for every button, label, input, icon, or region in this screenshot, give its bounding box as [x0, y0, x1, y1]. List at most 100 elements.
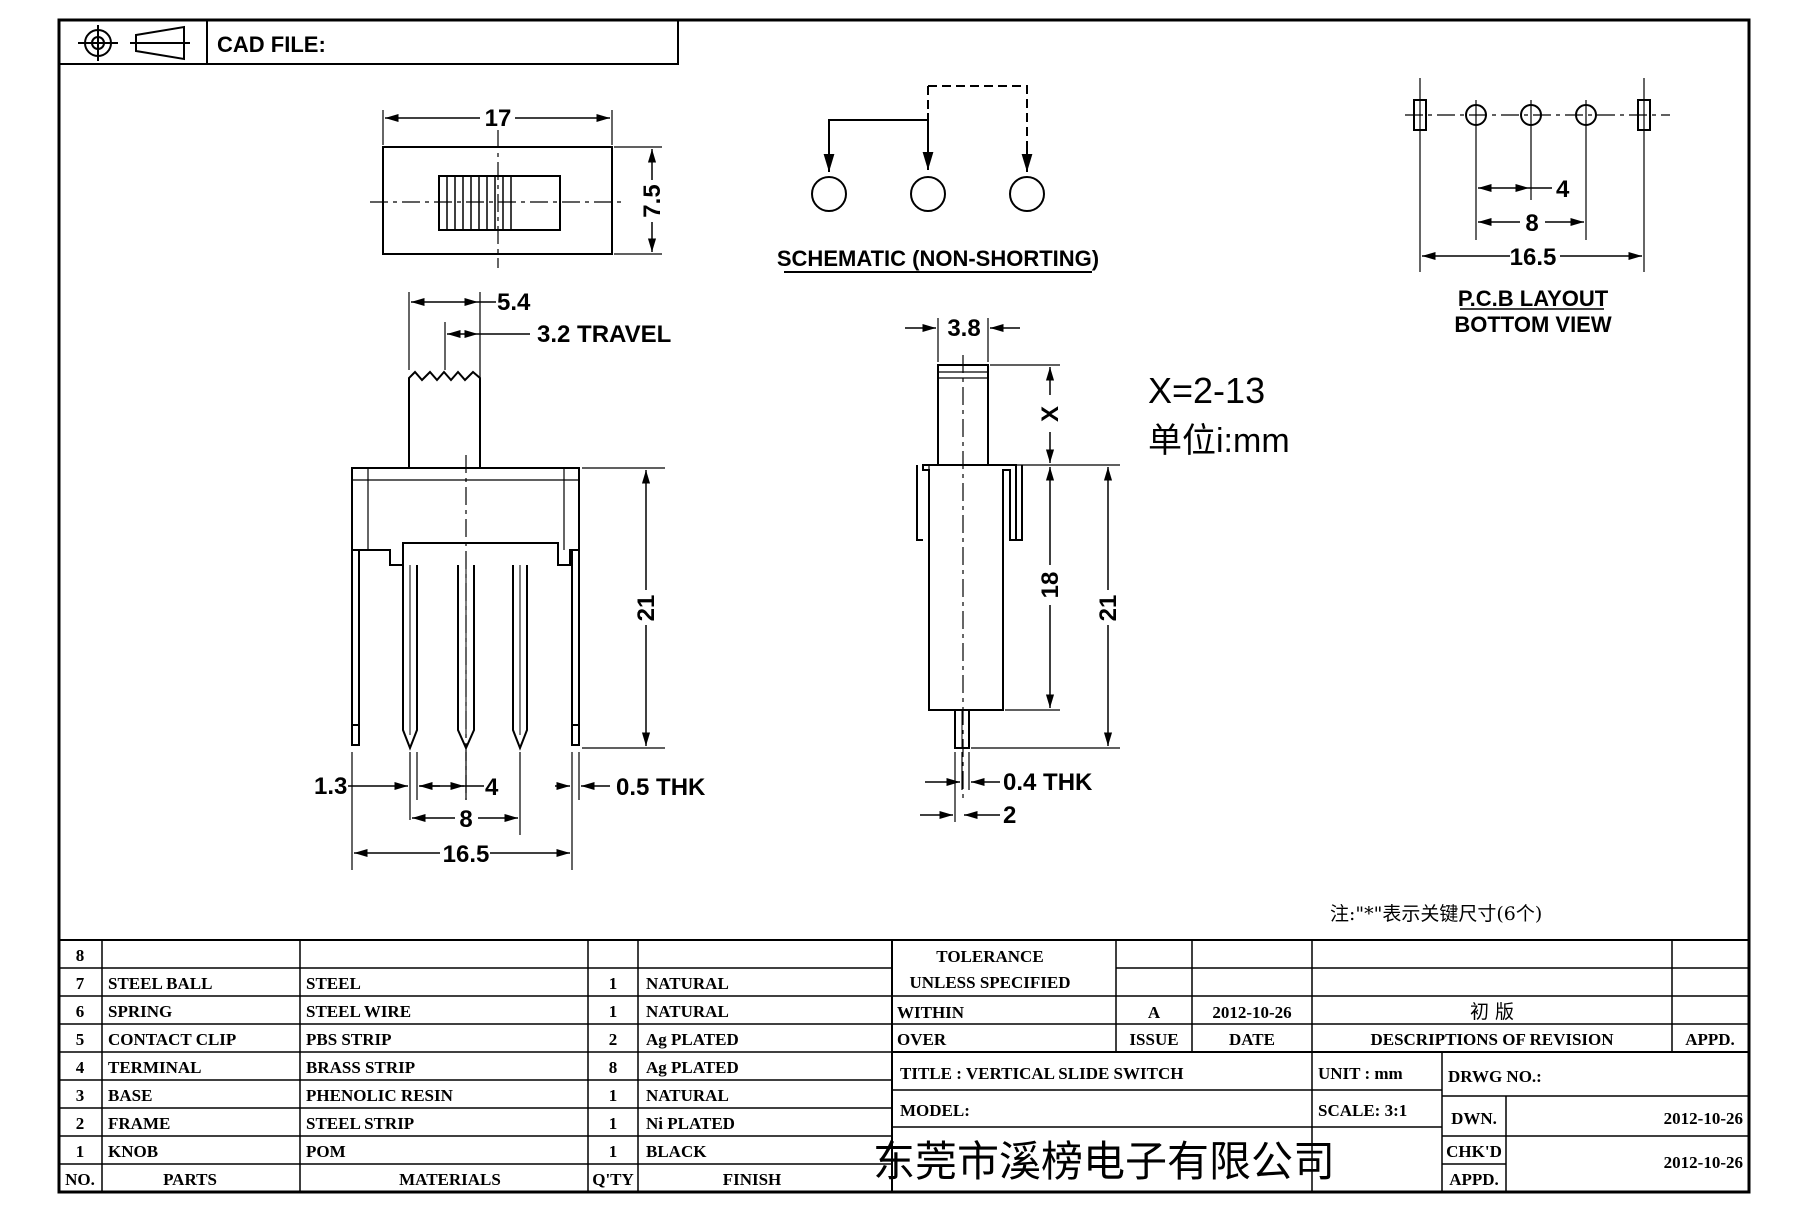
end-thickness-dim: 0.4 THK [1003, 769, 1093, 796]
svg-text:POM: POM [306, 1142, 346, 1161]
svg-text:STEEL STRIP: STEEL STRIP [306, 1114, 414, 1133]
descriptions-label: DESCRIPTIONS OF REVISION [1370, 1030, 1614, 1049]
svg-text:BRASS STRIP: BRASS STRIP [306, 1058, 415, 1077]
svg-text:8: 8 [76, 946, 85, 965]
body-height-dim: 18 [1037, 572, 1064, 599]
pcb-pitch-dim: 4 [1556, 176, 1570, 203]
travel-dim: 3.2 TRAVEL [537, 321, 671, 348]
projection-symbol-icon [78, 25, 190, 61]
top-width-dim: 17 [485, 105, 512, 132]
end-total-height-dim: 21 [1095, 595, 1122, 622]
svg-text:1: 1 [609, 1086, 618, 1105]
pcb-outer-pitch-dim: 8 [1525, 210, 1538, 237]
bom-rows: 8 7 STEEL BALL STEEL 1 NATURAL 6 SPRING … [65, 946, 781, 1189]
pcb-layout-title: P.C.B LAYOUT [1458, 286, 1609, 311]
svg-text:NATURAL: NATURAL [646, 1002, 729, 1021]
svg-text:Ag PLATED: Ag PLATED [646, 1058, 739, 1077]
drawing-title: TITLE : VERTICAL SLIDE SWITCH [900, 1064, 1183, 1083]
table-row: 6 SPRING STEEL WIRE 1 NATURAL [76, 1002, 729, 1021]
svg-text:STEEL WIRE: STEEL WIRE [306, 1002, 411, 1021]
title-block [892, 940, 1749, 1192]
svg-text:STEEL: STEEL [306, 974, 361, 993]
pcb-layout-subtitle: BOTTOM VIEW [1454, 312, 1611, 337]
svg-text:FRAME: FRAME [108, 1114, 170, 1133]
knob-offset-dim: 5.4 [497, 289, 531, 316]
col-finish-header: FINISH [723, 1170, 782, 1189]
bom-table [59, 939, 1749, 1192]
appd-label-bottom: APPD. [1449, 1170, 1499, 1189]
appd-label: APPD. [1685, 1030, 1735, 1049]
dwn-date: 2012-10-26 [1664, 1109, 1743, 1128]
unit-label: UNIT : mm [1318, 1064, 1403, 1083]
svg-text:Ag PLATED: Ag PLATED [646, 1030, 739, 1049]
top-view [370, 110, 662, 268]
total-width-dim: 16.5 [443, 841, 490, 868]
svg-text:SPRING: SPRING [108, 1002, 172, 1021]
knob-width-dim: 3.8 [947, 315, 980, 342]
svg-text:NATURAL: NATURAL [646, 1086, 729, 1105]
pin-pitch-dim: 4 [485, 774, 499, 801]
outer-pitch-dim: 8 [459, 806, 472, 833]
svg-text:4: 4 [76, 1058, 85, 1077]
col-qty-header: Q'TY [592, 1170, 634, 1189]
x-range-note: X=2-13 [1148, 370, 1265, 411]
date-label: DATE [1229, 1030, 1275, 1049]
unit-note: 单位i:mm [1148, 422, 1290, 460]
revision-value: 初 版 [1470, 1001, 1514, 1023]
schematic-label: SCHEMATIC (NON-SHORTING) [777, 246, 1099, 271]
svg-text:3: 3 [76, 1086, 85, 1105]
table-row: 7 STEEL BALL STEEL 1 NATURAL [76, 974, 729, 993]
svg-text:STEEL BALL: STEEL BALL [108, 974, 212, 993]
svg-text:NATURAL: NATURAL [646, 974, 729, 993]
table-row: 1 KNOB POM 1 BLACK [76, 1142, 707, 1161]
side-view [348, 292, 665, 870]
table-row: 5 CONTACT CLIP PBS STRIP 2 Ag PLATED [76, 1030, 739, 1049]
svg-text:Ni PLATED: Ni PLATED [646, 1114, 735, 1133]
dwn-label: DWN. [1451, 1109, 1497, 1128]
knob-height-dim: X [1037, 406, 1064, 422]
table-row: 2 FRAME STEEL STRIP 1 Ni PLATED [76, 1114, 735, 1133]
date-value: 2012-10-26 [1212, 1003, 1291, 1022]
issue-label: ISSUE [1129, 1030, 1178, 1049]
table-row: 3 BASE PHENOLIC RESIN 1 NATURAL [76, 1086, 729, 1105]
svg-text:1: 1 [609, 1114, 618, 1133]
svg-text:2: 2 [609, 1030, 618, 1049]
terminal-right-icon [1009, 176, 1045, 212]
thickness-dim: 0.5 THK [616, 774, 706, 801]
issue-value: A [1148, 1003, 1161, 1022]
svg-text:KNOB: KNOB [108, 1142, 158, 1161]
col-parts-header: PARTS [163, 1170, 217, 1189]
pin-width-dim: 1.3 [314, 773, 347, 800]
svg-text:1: 1 [609, 974, 618, 993]
terminal-common-icon [910, 176, 946, 212]
svg-text:PBS STRIP: PBS STRIP [306, 1030, 392, 1049]
col-materials-header: MATERIALS [399, 1170, 501, 1189]
table-row: 4 TERMINAL BRASS STRIP 8 Ag PLATED [76, 1058, 739, 1077]
side-height-dim: 21 [633, 595, 660, 622]
svg-text:5: 5 [76, 1030, 85, 1049]
pcb-total-dim: 16.5 [1510, 244, 1557, 271]
over-label: OVER [897, 1030, 947, 1049]
svg-text:BLACK: BLACK [646, 1142, 707, 1161]
end-view [905, 318, 1120, 822]
svg-text:7: 7 [76, 974, 85, 993]
within-label: WITHIN [897, 1003, 965, 1022]
svg-text:BASE: BASE [108, 1086, 152, 1105]
table-header-row: NO. PARTS MATERIALS Q'TY FINISH [65, 1170, 781, 1189]
svg-text:2: 2 [76, 1114, 85, 1133]
terminal-left-icon [811, 176, 847, 212]
drwg-no-label: DRWG NO.: [1448, 1067, 1542, 1086]
svg-text:1: 1 [76, 1142, 85, 1161]
pcb-layout [1405, 78, 1670, 310]
unless-specified-label: UNLESS SPECIFIED [909, 973, 1070, 992]
header-box: CAD FILE: [58, 19, 679, 65]
pin-offset-dim: 2 [1003, 802, 1016, 829]
scale-label: SCALE: 3:1 [1318, 1101, 1407, 1120]
title-block-text: TOLERANCE UNLESS SPECIFIED WITHIN OVER A… [873, 947, 1743, 1189]
svg-text:TERMINAL: TERMINAL [108, 1058, 202, 1077]
cad-file-label: CAD FILE: [217, 32, 326, 57]
sheet-border [57, 18, 1751, 1194]
tolerance-label: TOLERANCE [936, 947, 1043, 966]
company-name: 东莞市溪榜电子有限公司 [873, 1137, 1335, 1186]
